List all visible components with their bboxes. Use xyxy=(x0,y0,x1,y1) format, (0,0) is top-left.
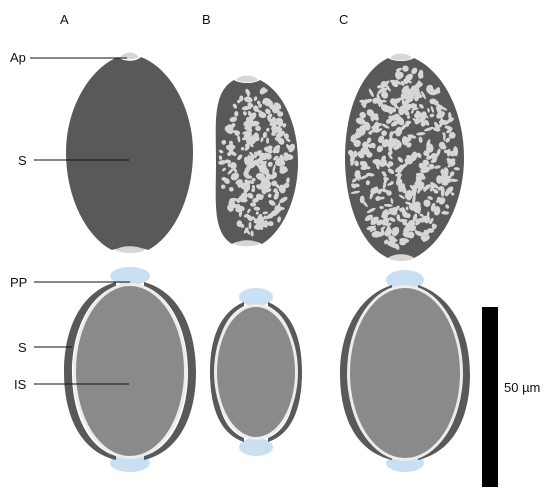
grain-a-top xyxy=(66,53,193,254)
grain-b-pore-bottom xyxy=(239,438,273,456)
grain-c-section xyxy=(340,270,470,472)
label-sexine-lower: S xyxy=(18,340,27,355)
grain-b-top xyxy=(216,76,298,247)
grain-c-top xyxy=(345,54,464,262)
grain-a-sexine xyxy=(66,57,193,250)
grain-b-section xyxy=(210,288,302,456)
scale-bar xyxy=(482,307,498,487)
panel-label-b: B xyxy=(202,12,211,27)
label-intine: IS xyxy=(14,377,27,392)
label-aperture: Ap xyxy=(10,50,26,65)
panel-label-c: C xyxy=(339,12,348,27)
speckle xyxy=(249,222,252,230)
scale-bar-label: 50 µm xyxy=(504,380,540,395)
label-pore-plug: PP xyxy=(10,275,27,290)
panel-label-a: A xyxy=(60,12,69,27)
grain-b-aperture-top xyxy=(236,76,258,83)
grain-c-intine xyxy=(350,288,460,458)
label-sexine: S xyxy=(18,153,27,168)
grain-a-intine xyxy=(76,286,184,456)
grain-b-intine xyxy=(217,307,295,437)
grain-c-aperture-top xyxy=(390,54,412,61)
grain-a-section xyxy=(64,267,196,472)
grain-b-pore-top xyxy=(239,288,273,306)
speckle xyxy=(246,138,256,145)
speckle xyxy=(398,219,407,222)
speckle xyxy=(237,220,243,227)
